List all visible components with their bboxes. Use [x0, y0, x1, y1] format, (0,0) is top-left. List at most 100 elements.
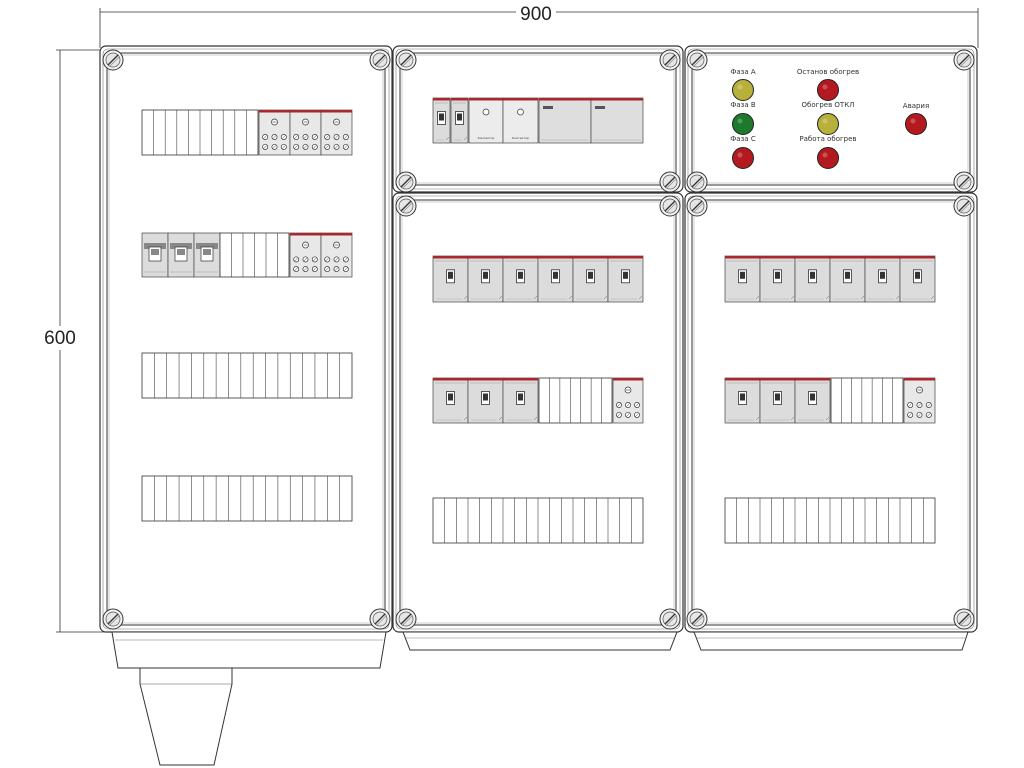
breaker-stripe: [451, 98, 468, 101]
terminal-block: [258, 109, 291, 156]
screw-head: [102, 49, 124, 71]
circuit-breaker: [572, 255, 609, 303]
circuit-breaker: [794, 255, 831, 303]
signal-lamp-glint: [910, 118, 916, 124]
circuit-breaker: [864, 255, 901, 303]
terminal-screw-slot: [303, 145, 308, 149]
breaker-toggle: [775, 393, 780, 401]
screw-head: [686, 608, 708, 630]
terminal-screw-slot: [303, 135, 308, 139]
signal-lamp-glint: [822, 84, 828, 90]
screw-head: [659, 608, 681, 630]
terminal-screw-slot: [313, 257, 317, 262]
screw-slot-shade: [666, 178, 677, 189]
screw-slot-shade: [960, 178, 971, 189]
breaker-stripe: [760, 256, 795, 259]
terminal-screw-slot: [303, 267, 308, 271]
terminal-block: [320, 109, 353, 156]
circuit-breaker: [899, 255, 936, 303]
breaker-label-tick: [568, 295, 573, 300]
blank-filler-body: [141, 352, 353, 399]
screw-head: [686, 49, 708, 71]
enclosure-middle-top-inner2: [401, 54, 675, 184]
breaker-label-tick: [825, 416, 830, 421]
terminal-screw-slot: [344, 145, 348, 149]
enclosure-right-top-inner: [691, 52, 971, 186]
blank-filler: [219, 232, 290, 278]
blank-filler: [830, 377, 904, 424]
dimension-width-label: 900: [520, 4, 552, 25]
terminal-screw-slot: [635, 413, 639, 417]
breaker-label-tick: [498, 416, 503, 421]
circuit-breaker: [502, 255, 539, 303]
terminal-screw-slot: [263, 135, 267, 139]
terminal-stripe: [321, 110, 352, 113]
screw-slot: [958, 200, 970, 212]
terminal-screw-slot: [617, 413, 621, 417]
screw-slot: [107, 54, 119, 66]
screw-head: [659, 171, 681, 193]
main-breaker-pole: [193, 232, 221, 278]
signal-lamp: Фаза C: [730, 135, 756, 169]
screw-head: [686, 171, 708, 193]
blank-filler: [538, 377, 613, 424]
terminal-screw-slot: [263, 145, 267, 149]
terminal-screw-slot: [917, 413, 922, 417]
terminal-stripe: [290, 110, 321, 113]
power-supply-module: [538, 97, 592, 144]
screw-head: [953, 171, 975, 193]
screw-head: [102, 608, 124, 630]
breaker-label-tick: [860, 295, 865, 300]
breaker-stripe: [573, 256, 608, 259]
screw-slot: [664, 54, 676, 66]
breaker-stripe: [468, 378, 503, 381]
signal-lamp-label: Обогрев ОТКЛ: [802, 101, 855, 109]
contactor-module: Контактор: [502, 97, 539, 144]
right-plinth: [693, 631, 969, 651]
dimension-height-mask: [40, 326, 82, 350]
signal-lamp: Фаза A: [730, 68, 756, 101]
breaker-label-tick: [825, 295, 830, 300]
contactor-dial: [482, 108, 490, 116]
screw-slot: [107, 613, 119, 625]
terminal-screw-slot: [282, 145, 286, 149]
terminal-screw-slot: [334, 267, 339, 271]
breaker-stripe: [830, 256, 865, 259]
breaker-stripe: [760, 378, 795, 381]
enclosure-middle-top-inner: [399, 52, 677, 186]
screw-head: [953, 195, 975, 217]
dimension-width-mask: [516, 2, 556, 22]
signal-lamp-label: Авария: [903, 102, 929, 110]
breaker-stripe: [433, 256, 468, 259]
circuit-breaker: [759, 255, 796, 303]
breaker-label-tick: [498, 295, 503, 300]
breaker-stripe: [795, 256, 830, 259]
screw-slot-shade: [376, 56, 387, 67]
breaker-stripe: [538, 256, 573, 259]
screw-slot: [400, 613, 412, 625]
circuit-breaker: [432, 255, 469, 303]
contactor-body: [468, 97, 504, 144]
terminal-screw-slot: [344, 257, 348, 262]
enclosure-middle-top-mid: [395, 48, 681, 190]
enclosure-right-bottom-inner: [691, 199, 971, 626]
breaker-stripe: [865, 256, 900, 259]
breaker-stripe: [433, 98, 450, 101]
main-breaker-toggle: [151, 249, 159, 255]
screw-slot: [400, 54, 412, 66]
terminal-screw-slot: [325, 135, 329, 139]
breaker-toggle: [880, 271, 885, 279]
breaker-toggle: [518, 271, 523, 279]
signal-lamp: Останов обогрев: [797, 68, 859, 101]
terminal-screw-slot: [334, 145, 339, 149]
circuit-breaker: [724, 255, 761, 303]
terminal-screw-slot: [325, 257, 329, 262]
breaker-toggle: [448, 393, 453, 401]
circuit-breaker: [432, 97, 451, 144]
screw-slot: [958, 176, 970, 188]
screw-slot-shade: [666, 56, 677, 67]
breaker-label-tick: [463, 416, 468, 421]
terminal-block: [903, 377, 936, 424]
breaker-stripe: [900, 256, 935, 259]
screw-slot-shade: [693, 615, 704, 626]
